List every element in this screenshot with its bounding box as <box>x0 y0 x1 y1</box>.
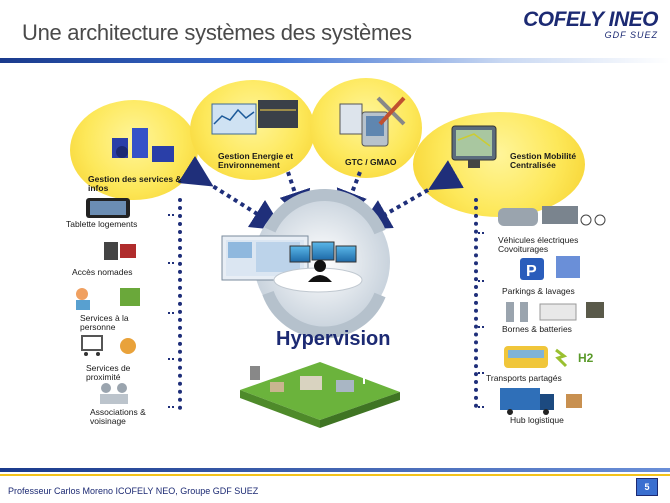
right-item-vehicules: Véhicules électriques Covoiturages <box>498 235 579 254</box>
shopping-cart-icon <box>81 335 136 356</box>
right-item-transports: Transports partagés <box>486 373 562 383</box>
right-tick <box>478 232 484 234</box>
svg-text:H2: H2 <box>578 351 594 365</box>
arrow-mobilite <box>358 160 464 230</box>
right-connector <box>474 198 478 408</box>
parking-icon: P <box>520 256 580 280</box>
left-tick <box>168 312 174 314</box>
energy-chart-icon <box>211 100 298 135</box>
left-tick <box>168 262 174 264</box>
gps-monitor-icon <box>451 125 497 168</box>
bubble-services-label: Gestion des services & infos <box>88 174 182 193</box>
right-tick <box>478 372 484 374</box>
footer-gold-line <box>0 474 670 476</box>
left-item-associations: Associations & voisinage <box>90 407 146 426</box>
city-illustration <box>240 362 400 428</box>
footer-credit: Professeur Carlos Moreno ICOFELY NEO, Gr… <box>8 486 259 496</box>
left-item-tablette: Tablette logements <box>66 219 138 229</box>
left-item-services-personne: Services à la personne <box>80 313 129 332</box>
control-room-illustration <box>221 235 363 293</box>
phones-icon <box>104 242 136 260</box>
company-logo: COFELY INEO GDF SUEZ <box>523 8 658 40</box>
logo-main-text: COFELY INEO <box>523 8 658 31</box>
right-item-hub: Hub logistique <box>510 415 564 425</box>
right-tick <box>478 406 484 408</box>
bus-hydrogen-icon: H2 <box>504 346 594 368</box>
buildings-icon <box>112 128 174 162</box>
left-tick <box>168 214 174 216</box>
person-services-icon <box>76 288 140 310</box>
right-tick <box>478 326 484 328</box>
page-number: 5 <box>636 478 658 496</box>
right-item-bornes: Bornes & batteries <box>502 324 572 334</box>
handshake-icon <box>100 383 128 404</box>
arrow-services <box>177 155 284 231</box>
right-tick <box>478 280 484 282</box>
car-bike-icon <box>498 206 606 226</box>
arrow-energie <box>279 171 311 224</box>
svg-text:P: P <box>526 263 537 280</box>
page-title: Une architecture systèmes des systèmes <box>22 20 412 45</box>
logo-sub-text: GDF SUEZ <box>604 30 658 40</box>
left-tick <box>168 358 174 360</box>
battery-icon <box>506 302 604 322</box>
footer-line <box>0 468 670 472</box>
tablet-icon <box>86 198 130 218</box>
left-item-acces: Accès nomades <box>72 267 133 277</box>
left-item-services-proximite: Services de proximité <box>86 363 131 382</box>
bubble-gtc-label: GTC / GMAO <box>345 157 397 167</box>
truck-icon <box>500 388 582 415</box>
left-tick <box>168 406 174 408</box>
bubble-mobilite-label: Gestion Mobilité Centralisée <box>510 151 577 170</box>
title-underline <box>0 58 670 63</box>
hypervision-label: Hypervision <box>276 328 391 350</box>
tablet-tools-icon <box>339 96 406 147</box>
right-item-parkings: Parkings & lavages <box>502 286 575 296</box>
left-connector <box>178 198 182 410</box>
bubble-energie-label: Gestion Energie et Environnement <box>218 151 294 170</box>
